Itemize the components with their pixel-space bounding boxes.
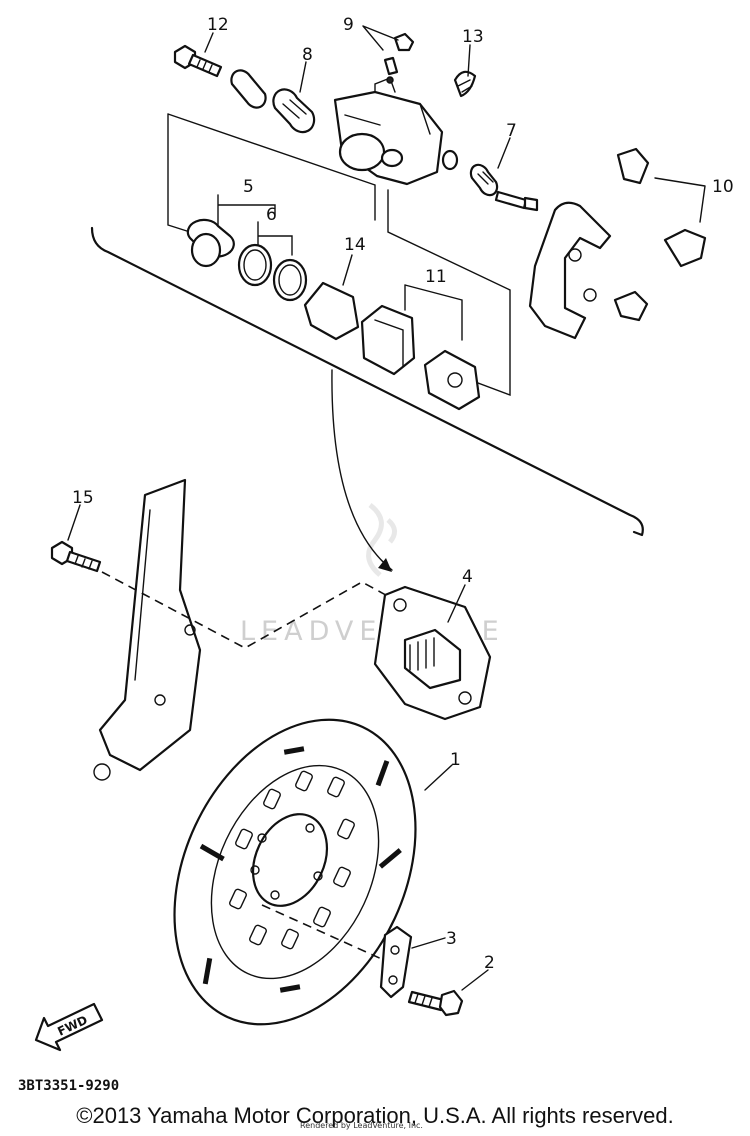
retaining-clip-13: [453, 70, 477, 98]
brake-pad-11-b: [423, 349, 481, 411]
caliper-assembly-4: [373, 585, 492, 721]
callout-10: 10: [712, 177, 734, 197]
callout-3: 3: [446, 929, 457, 949]
callout-12: 12: [207, 15, 229, 35]
group-line-5: [217, 194, 276, 226]
bolt-2: [407, 989, 464, 1017]
exploded-view-boundary: [90, 226, 644, 537]
leader-15: [67, 504, 81, 541]
rendered-by-note: Rendered by LeadVenture, Inc.: [300, 1121, 423, 1130]
callout-1: 1: [450, 750, 461, 770]
callout-14: 14: [344, 235, 366, 255]
leader-8: [299, 61, 307, 93]
slide-pin: [494, 190, 539, 212]
callout-13: 13: [462, 27, 484, 47]
group-line-11: [387, 189, 511, 397]
leader-2: [461, 969, 489, 991]
front-fork-leg: [93, 478, 202, 781]
assembly-arrowhead: [378, 558, 392, 572]
boot-7: [469, 163, 499, 197]
dust-seal-6: [272, 258, 308, 302]
boot-8: [272, 88, 316, 134]
lock-washer-3: [379, 925, 413, 999]
callout-2: 2: [484, 953, 495, 973]
bolt-15: [50, 540, 102, 573]
brake-pad-11-a: [360, 304, 416, 376]
leader-10: [654, 177, 706, 223]
leader-7: [497, 137, 511, 169]
assembly-arrow: [331, 369, 393, 571]
callout-4: 4: [462, 567, 473, 587]
bolt-12: [173, 44, 223, 78]
caliper-bracket: [528, 201, 612, 340]
forward-arrow-icon: FWD: [34, 1002, 104, 1052]
piston-seal-6: [237, 243, 273, 287]
mount-line-3: [261, 904, 396, 966]
sleeve: [230, 69, 267, 109]
pad-shim-14: [303, 281, 360, 341]
leader-13: [467, 44, 471, 77]
leader-12: [204, 32, 214, 53]
callout-5: 5: [243, 177, 254, 197]
pad-spring-10: [613, 147, 707, 322]
washer: [441, 149, 459, 171]
mount-line-15: [101, 571, 396, 649]
piston-5: [186, 218, 235, 268]
watermark-logo: [366, 503, 397, 577]
callout-9: 9: [343, 15, 354, 35]
leader-1: [424, 764, 453, 791]
callout-7: 7: [506, 121, 517, 141]
leader-14: [342, 254, 353, 286]
caliper-body: [333, 77, 444, 186]
callout-6: 6: [266, 205, 277, 225]
leader-9: [362, 25, 399, 51]
copyright-notice: ©2013 Yamaha Motor Corporation, U.S.A. A…: [76, 1103, 674, 1128]
callout-15: 15: [72, 488, 94, 508]
brake-disc-1: [173, 718, 417, 1026]
callout-11: 11: [425, 267, 447, 287]
group-line-11-inner: [404, 284, 463, 341]
leader-4: [447, 584, 466, 623]
group-line-5-6: [167, 113, 376, 233]
diagram-code: 3BT3351-9290: [18, 1078, 119, 1094]
leader-3: [411, 937, 446, 949]
bleed-screw-9: [383, 32, 415, 84]
callout-8: 8: [302, 45, 313, 65]
